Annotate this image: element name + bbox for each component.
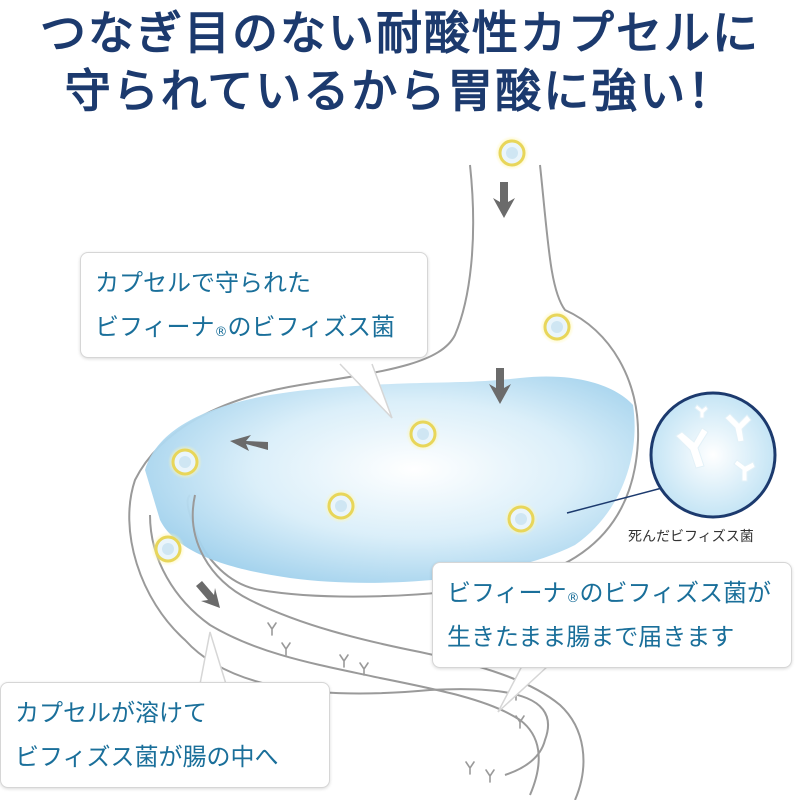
callout-dissolve-line-2: ビフィズス菌が腸の中へ [15,743,279,771]
callout-protected-line-2-tail: のビフィズス菌 [227,313,396,341]
callout-pointer-alive [497,665,549,713]
callout-alive: ビフィーナ®のビフィズス菌が 生きたまま腸まで届きます [432,562,792,668]
dead-bacteria-label: 死んだビフィズス菌 [628,529,754,545]
capsule-group [151,136,574,566]
callout-pointer-dissolve [199,631,227,685]
product-name: ビフィーナ [95,313,215,341]
dead-bacteria-zoom [649,391,777,519]
registered-mark: ® [566,591,580,606]
product-name: ビフィーナ [447,579,567,607]
zoom-leader-line [566,487,663,514]
flow-arrows [196,182,515,608]
callout-alive-line-1: ビフィーナ®のビフィズス菌が [447,571,777,615]
callout-dissolve-line-1: カプセルが溶けて [15,699,207,727]
callout-protected-line-1: カプセルで守られた [95,269,311,297]
headline-line-2: 守られているから胃酸に強い！ [64,64,736,118]
registered-mark: ® [214,325,228,340]
stomach-outline [128,164,550,776]
headline-line-1: つなぎ目のない耐酸性カプセルに [40,6,760,60]
released-bacteria [267,622,525,783]
callout-protected: カプセルで守られた ビフィーナ®のビフィズス菌 [80,252,428,358]
callout-alive-line-1-tail: のビフィズス菌が [579,579,772,607]
callout-alive-line-2: 生きたまま腸まで届きます [447,623,735,651]
callout-protected-line-2: ビフィーナ®のビフィズス菌 [95,305,413,349]
intestine [149,514,540,796]
callout-pointer-protected [339,363,393,419]
callout-dissolve: カプセルが溶けて ビフィズス菌が腸の中へ [0,682,330,788]
